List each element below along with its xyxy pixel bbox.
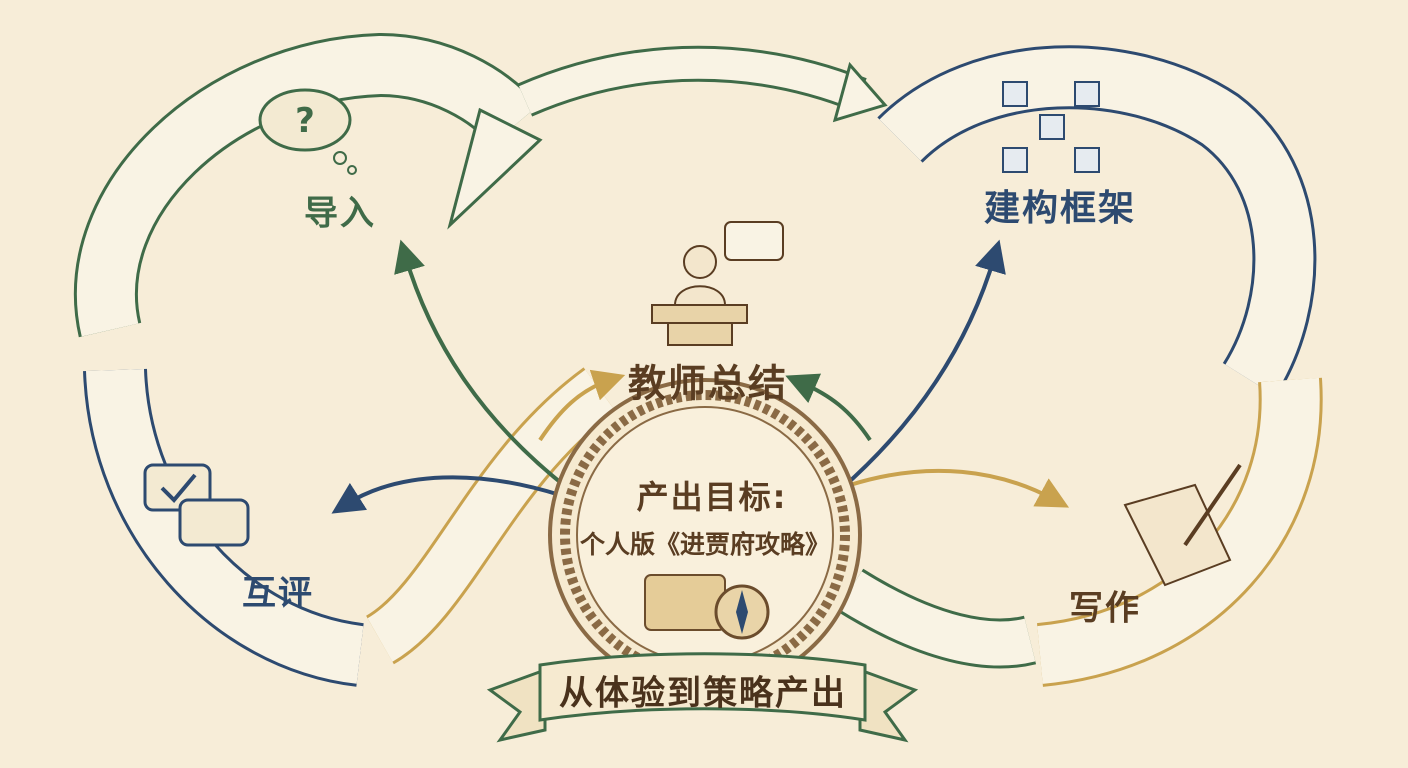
stage-teacher-summary-label: 教师总结 bbox=[627, 361, 789, 406]
arrow-to-intro bbox=[394, 239, 572, 492]
arrow-to-framework bbox=[838, 239, 1006, 492]
teacher-podium-icon bbox=[651, 221, 784, 346]
goal-subtitle: 个人版《进贾府攻略》 bbox=[579, 530, 831, 559]
stage-intro-label: 导入 bbox=[304, 193, 376, 234]
question-cloud-icon: ? bbox=[258, 88, 357, 175]
scroll-compass-icon bbox=[644, 574, 770, 640]
gold-lower-left-band bbox=[364, 367, 617, 665]
peer-review-band bbox=[83, 368, 365, 687]
chat-check-icon bbox=[143, 463, 250, 547]
top-arrow bbox=[517, 45, 888, 123]
intro-band bbox=[73, 32, 543, 338]
quill-scroll-icon bbox=[1123, 463, 1242, 587]
framework-cubes-icon bbox=[1002, 81, 1100, 173]
arrow-to-summary-right bbox=[785, 373, 872, 442]
arrow-to-peer-review bbox=[331, 475, 561, 514]
arrow-to-summary-left bbox=[538, 369, 626, 442]
goal-title: 产出目标: bbox=[636, 478, 788, 516]
framework-band bbox=[877, 45, 1317, 397]
writing-band bbox=[1036, 377, 1323, 687]
goal-medallion bbox=[548, 378, 862, 692]
stage-framework-label: 建构框架 bbox=[983, 188, 1137, 229]
stage-writing-label: 写作 bbox=[1069, 588, 1141, 629]
banner-text: 从体验到策略产出 bbox=[559, 673, 847, 714]
stage-peer-review-label: 互评 bbox=[242, 573, 314, 614]
green-lower-right-band bbox=[836, 568, 1037, 669]
banner-ribbon bbox=[486, 652, 919, 743]
arrow-to-writing bbox=[849, 468, 1070, 508]
svg-text:?: ? bbox=[295, 101, 315, 141]
